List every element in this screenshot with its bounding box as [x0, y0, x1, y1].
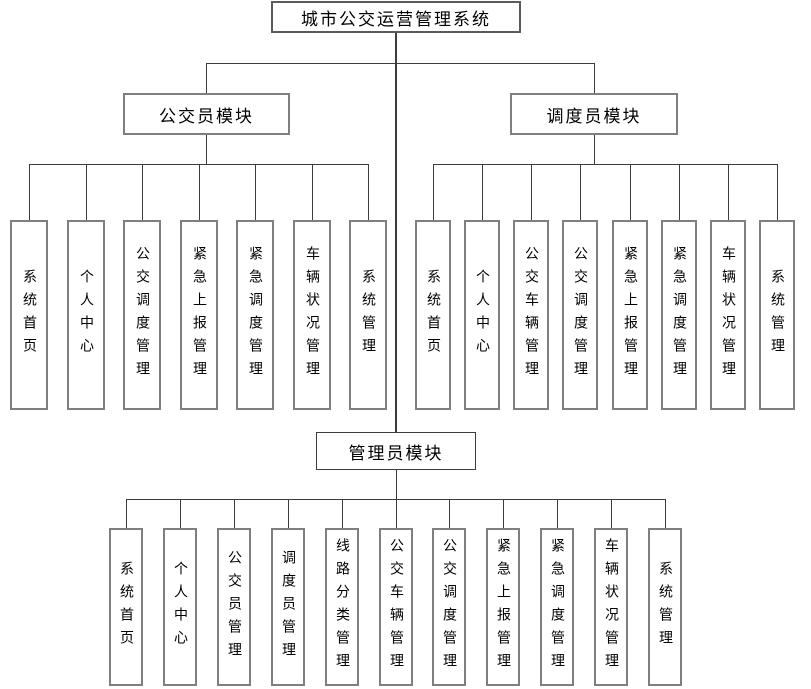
connector-trunk — [395, 33, 397, 432]
connector-leaf-stub — [557, 499, 558, 528]
leaf-box: 公交车辆管理 — [513, 220, 549, 410]
leaf-box: 线路分类管理 — [325, 528, 359, 686]
leaf-label: 车辆状况管理 — [720, 246, 737, 384]
leaf-label: 紧急上报管理 — [622, 246, 639, 384]
leaf-label: 系统管理 — [657, 561, 674, 653]
module-bus-staff: 公交员模块 — [123, 93, 290, 135]
connector-module-drop — [206, 135, 207, 164]
leaf-label: 公交调度管理 — [134, 246, 151, 384]
connector-leaf-stub — [449, 499, 450, 528]
module-admin: 管理员模块 — [316, 432, 476, 470]
leaf-label: 公交调度管理 — [441, 538, 458, 676]
leaf-box: 个人中心 — [464, 220, 500, 410]
connector-drop-left-module — [206, 63, 207, 93]
leaf-label: 紧急调度管理 — [247, 246, 264, 384]
leaf-box: 系统首页 — [415, 220, 451, 410]
leaf-box: 系统管理 — [648, 528, 682, 686]
connector-leaf-stub — [630, 164, 631, 220]
connector-leaf-stub — [234, 499, 235, 528]
connector-leaf-stub — [126, 499, 127, 528]
leaf-box: 调度员管理 — [271, 528, 305, 686]
leaf-box: 车辆状况管理 — [293, 220, 331, 410]
connector-leaf-stub — [255, 164, 256, 220]
leaf-label: 紧急调度管理 — [549, 538, 566, 676]
leaf-box: 个人中心 — [163, 528, 197, 686]
connector-leaf-stub — [180, 499, 181, 528]
module-dispatcher-label: 调度员模块 — [546, 106, 642, 127]
leaf-box: 车辆状况管理 — [710, 220, 746, 410]
leaf-label: 个人中心 — [172, 561, 189, 653]
leaf-box: 紧急上报管理 — [612, 220, 648, 410]
connector-leaf-stub — [611, 499, 612, 528]
connector-leaf-stub — [433, 164, 434, 220]
leaf-box: 紧急调度管理 — [661, 220, 697, 410]
connector-leaf-stub — [29, 164, 30, 220]
connector-leaf-stub — [368, 164, 369, 220]
connector-leaf-stub — [665, 499, 666, 528]
leaf-label: 车辆状况管理 — [603, 538, 620, 676]
leaf-box: 紧急上报管理 — [486, 528, 520, 686]
connector-l2-rail — [206, 63, 595, 64]
leaf-label: 公交车辆管理 — [523, 246, 540, 384]
connector-leaf-stub — [342, 499, 343, 528]
leaf-box: 公交车辆管理 — [379, 528, 413, 686]
leaf-label: 紧急上报管理 — [495, 538, 512, 676]
connector-drop-right-module — [594, 63, 595, 93]
leaf-label: 公交车辆管理 — [388, 538, 405, 676]
connector-leaf-stub — [312, 164, 313, 220]
connector-leaf-stub — [482, 164, 483, 220]
connector-leaf-stub — [396, 499, 397, 528]
connector-leaf-stub — [503, 499, 504, 528]
connector-module-drop — [594, 135, 595, 164]
leaf-box: 个人中心 — [67, 220, 105, 410]
leaf-label: 系统管理 — [360, 269, 377, 361]
leaf-box: 紧急上报管理 — [180, 220, 218, 410]
leaf-label: 车辆状况管理 — [304, 246, 321, 384]
module-bus-staff-label: 公交员模块 — [159, 106, 254, 127]
leaf-label: 系统首页 — [21, 269, 38, 361]
connector-leaf-stub — [679, 164, 680, 220]
leaf-label: 系统首页 — [425, 269, 442, 361]
leaf-box: 公交调度管理 — [432, 528, 466, 686]
leaf-box: 公交调度管理 — [562, 220, 598, 410]
leaf-label: 调度员管理 — [280, 549, 297, 665]
connector-leaf-stub — [142, 164, 143, 220]
leaf-box: 系统管理 — [349, 220, 387, 410]
connector-leaf-stub — [86, 164, 87, 220]
module-admin-label: 管理员模块 — [348, 443, 444, 464]
leaf-box: 车辆状况管理 — [594, 528, 628, 686]
leaf-label: 公交员管理 — [226, 549, 243, 665]
root-node: 城市公交运营管理系统 — [271, 1, 521, 33]
leaf-label: 系统首页 — [118, 561, 135, 653]
connector-leaf-stub — [288, 499, 289, 528]
connector-leaf-stub — [777, 164, 778, 220]
leaf-box: 系统管理 — [759, 220, 795, 410]
leaf-box: 紧急调度管理 — [236, 220, 274, 410]
connector-leaf-rail — [433, 164, 778, 165]
leaf-label: 个人中心 — [78, 269, 95, 361]
connector-leaf-stub — [580, 164, 581, 220]
leaf-label: 公交调度管理 — [572, 246, 589, 384]
leaf-box: 公交员管理 — [217, 528, 251, 686]
connector-module-drop — [396, 470, 397, 499]
root-label: 城市公交运营管理系统 — [301, 9, 491, 30]
leaf-label: 紧急调度管理 — [671, 246, 688, 384]
connector-leaf-stub — [199, 164, 200, 220]
leaf-box: 系统首页 — [109, 528, 143, 686]
leaf-label: 紧急上报管理 — [191, 246, 208, 384]
leaf-label: 个人中心 — [474, 269, 491, 361]
leaf-box: 紧急调度管理 — [540, 528, 574, 686]
leaf-box: 系统首页 — [10, 220, 48, 410]
leaf-box: 公交调度管理 — [123, 220, 161, 410]
connector-leaf-stub — [728, 164, 729, 220]
leaf-label: 系统管理 — [769, 269, 786, 361]
module-dispatcher: 调度员模块 — [510, 93, 678, 135]
connector-leaf-stub — [531, 164, 532, 220]
leaf-label: 线路分类管理 — [334, 538, 351, 676]
